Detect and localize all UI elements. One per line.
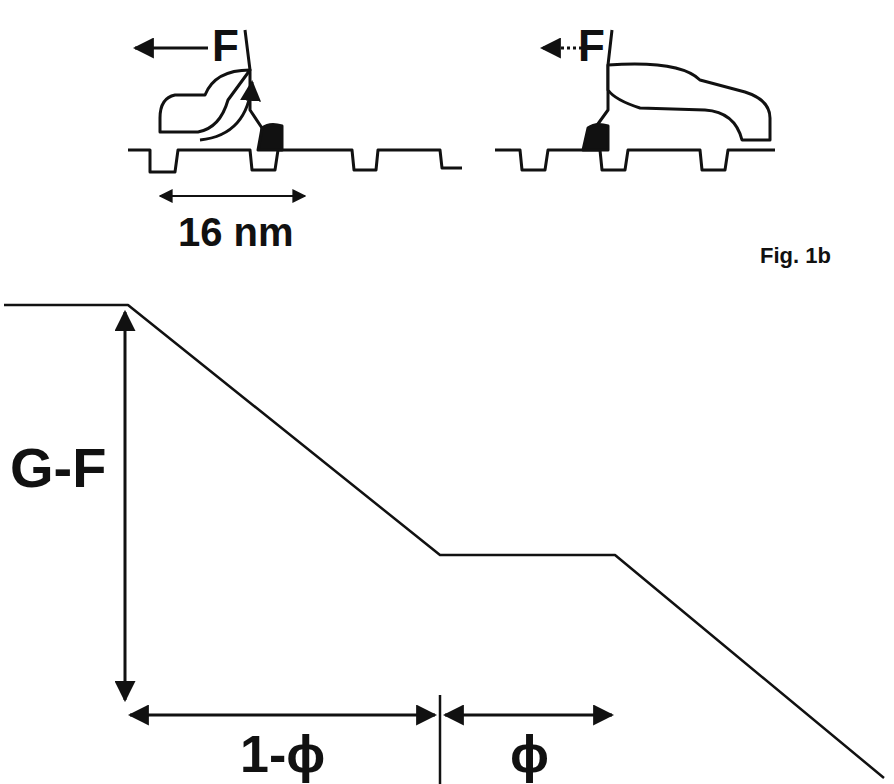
force-label: F (578, 24, 605, 68)
axis-label: ϕ (510, 728, 549, 780)
microtubule (128, 150, 462, 172)
rotation-arrow (200, 82, 252, 140)
microtubule (495, 150, 775, 170)
figure-number: Fig. 1b (760, 245, 831, 267)
axis-label: 1-ϕ (240, 728, 325, 780)
force-arrow (135, 47, 208, 50)
energy-profile (4, 305, 884, 778)
kinesin-neck (245, 30, 262, 150)
force-label: F (212, 24, 239, 68)
axis-label: G-F (10, 440, 106, 496)
width-arrow (445, 714, 612, 717)
attached-head (258, 124, 282, 150)
divider-tick (439, 695, 442, 784)
height-arrow (124, 312, 127, 700)
dimension-label: 16 nm (178, 212, 294, 252)
attached-head (583, 124, 608, 150)
width-arrow (130, 714, 435, 717)
dimension-arrow (160, 195, 305, 197)
detached-head (608, 64, 770, 140)
